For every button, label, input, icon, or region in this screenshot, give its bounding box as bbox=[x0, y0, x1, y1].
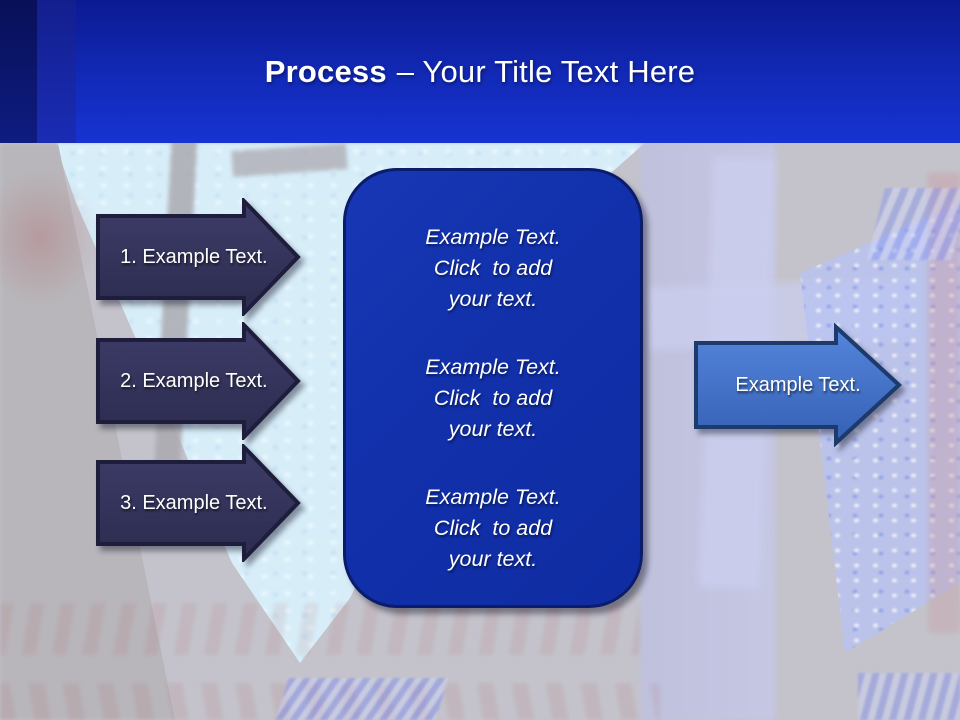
photo-blue-patch-bottom1 bbox=[275, 678, 449, 720]
photo-blue-patch-bottom2 bbox=[858, 673, 960, 720]
photo-red-smudge-top bbox=[0, 168, 100, 308]
header-accent-band-mid bbox=[37, 0, 76, 143]
photo-red-strip bbox=[928, 173, 960, 633]
output-arrow[interactable]: Example Text. bbox=[694, 323, 902, 447]
placeholder-paragraph-3: Example Text. Click to add your text. bbox=[346, 482, 640, 575]
title-emphasis: Process bbox=[264, 54, 387, 89]
step-arrow-2[interactable]: 2. Example Text. bbox=[96, 322, 302, 440]
arrow-right-icon bbox=[96, 444, 301, 562]
placeholder-line: Example Text. bbox=[425, 354, 561, 379]
placeholder-line: Click to add bbox=[433, 515, 553, 540]
arrow-right-icon bbox=[96, 322, 301, 440]
placeholder-line: your text. bbox=[448, 546, 538, 571]
placeholder-paragraph-2: Example Text. Click to add your text. bbox=[346, 352, 640, 445]
header-accent-band-dark bbox=[0, 0, 37, 143]
placeholder-line: your text. bbox=[448, 286, 538, 311]
arrow-right-icon bbox=[694, 323, 902, 447]
center-text-box[interactable]: Example Text. Click to add your text. Ex… bbox=[343, 168, 643, 608]
page-title: Process – Your Title Text Here bbox=[0, 54, 960, 90]
output-arrow-label: Example Text. bbox=[735, 373, 861, 396]
center-text-box-content: Example Text. Click to add your text. Ex… bbox=[346, 171, 640, 605]
placeholder-line: Click to add bbox=[433, 255, 553, 280]
step-arrow-1[interactable]: 1. Example Text. bbox=[96, 198, 302, 316]
placeholder-line: Click to add bbox=[433, 385, 553, 410]
arrow-right-icon bbox=[96, 198, 301, 316]
placeholder-line: Example Text. bbox=[425, 224, 561, 249]
placeholder-line: your text. bbox=[448, 416, 538, 441]
photo-blue-patch-top-right bbox=[867, 188, 960, 260]
photo-red-smudge-band1 bbox=[0, 603, 640, 655]
title-rest: – Your Title Text Here bbox=[396, 54, 696, 89]
step-arrow-label: 3. Example Text. bbox=[120, 491, 268, 514]
step-arrow-label: 2. Example Text. bbox=[120, 369, 268, 392]
step-arrow-3[interactable]: 3. Example Text. bbox=[96, 444, 302, 562]
header: Process – Your Title Text Here bbox=[0, 0, 960, 143]
placeholder-line: Example Text. bbox=[425, 484, 561, 509]
photo-red-smudge-band2 bbox=[0, 683, 660, 720]
step-arrow-label: 1. Example Text. bbox=[120, 245, 268, 268]
placeholder-paragraph-1: Example Text. Click to add your text. bbox=[346, 222, 640, 315]
